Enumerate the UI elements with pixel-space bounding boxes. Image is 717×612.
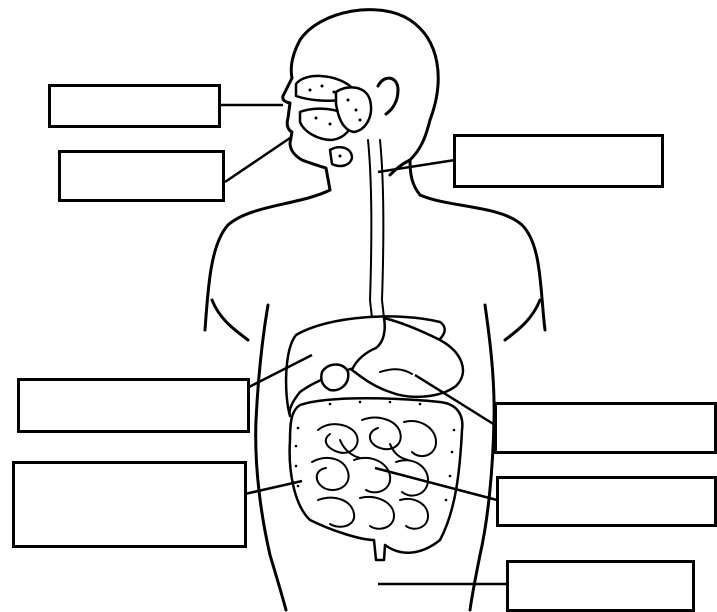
label-text-esophagus: [456, 137, 661, 145]
label-box-large-intestine[interactable]: [12, 461, 247, 548]
label-box-salivary-glands[interactable]: [58, 150, 225, 202]
label-text-small-intestine: [499, 479, 714, 487]
label-box-liver[interactable]: [17, 378, 250, 433]
esophagus-tube: [368, 140, 384, 318]
label-box-esophagus[interactable]: [453, 134, 664, 188]
label-text-large-intestine: [15, 464, 244, 472]
label-text-mouth: [51, 87, 218, 95]
leader-salivary-glands: [225, 138, 290, 182]
label-box-small-intestine[interactable]: [496, 476, 717, 527]
leader-esophagus: [378, 160, 455, 172]
label-text-rectum: [509, 563, 692, 571]
label-text-stomach: [497, 405, 714, 413]
label-text-salivary-glands: [61, 153, 222, 161]
label-text-liver: [20, 381, 247, 389]
label-box-stomach[interactable]: [494, 402, 717, 454]
gall-bladder-shape: [321, 365, 348, 391]
mouth-region: [296, 76, 371, 166]
large-intestine-shape: [290, 398, 463, 560]
label-box-mouth[interactable]: [48, 84, 221, 128]
label-box-rectum[interactable]: [506, 560, 695, 612]
